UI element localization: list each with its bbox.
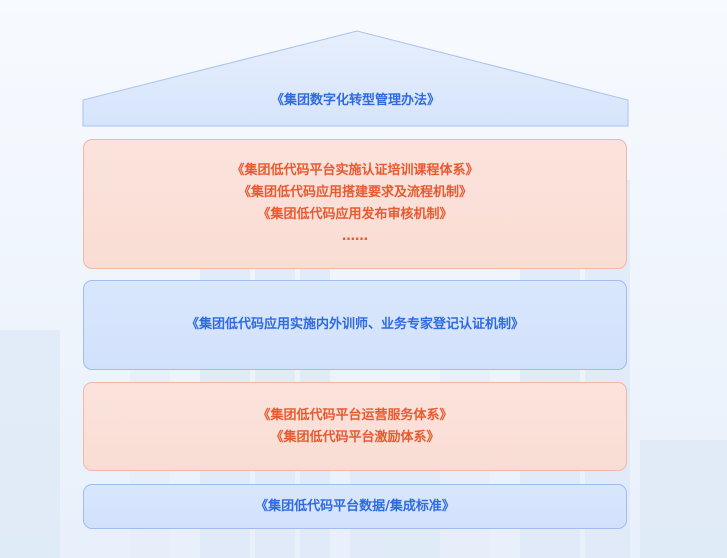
layer-line: 《集团低代码平台实施认证培训课程体系》	[231, 163, 479, 178]
layer-line: 《集团低代码平台激励体系》	[270, 429, 440, 445]
layer-line: ……	[342, 229, 368, 244]
layer-box-data-integration-standards: 《集团低代码平台数据/集成标准》	[83, 484, 627, 529]
layer-line: 《集团低代码平台运营服务体系》	[257, 407, 453, 423]
layer-line: 《集团低代码应用实施内外训师、业务专家登记认证机制》	[185, 317, 524, 332]
layer-box-trainer-certification: 《集团低代码应用实施内外训师、业务专家登记认证机制》	[83, 280, 627, 370]
roof-shape	[82, 30, 629, 127]
layer-box-operations-and-incentives: 《集团低代码平台运营服务体系》 《集团低代码平台激励体系》	[83, 382, 627, 471]
layer-line: 《集团低代码应用搭建要求及流程机制》	[237, 185, 472, 200]
roof-label: 《集团数字化转型管理办法》	[270, 93, 440, 108]
layer-line: 《集团低代码平台数据/集成标准》	[255, 498, 455, 514]
layer-box-training-and-process: 《集团低代码平台实施认证培训课程体系》 《集团低代码应用搭建要求及流程机制》 《…	[83, 139, 627, 269]
layer-line: 《集团低代码应用发布审核机制》	[257, 207, 453, 222]
